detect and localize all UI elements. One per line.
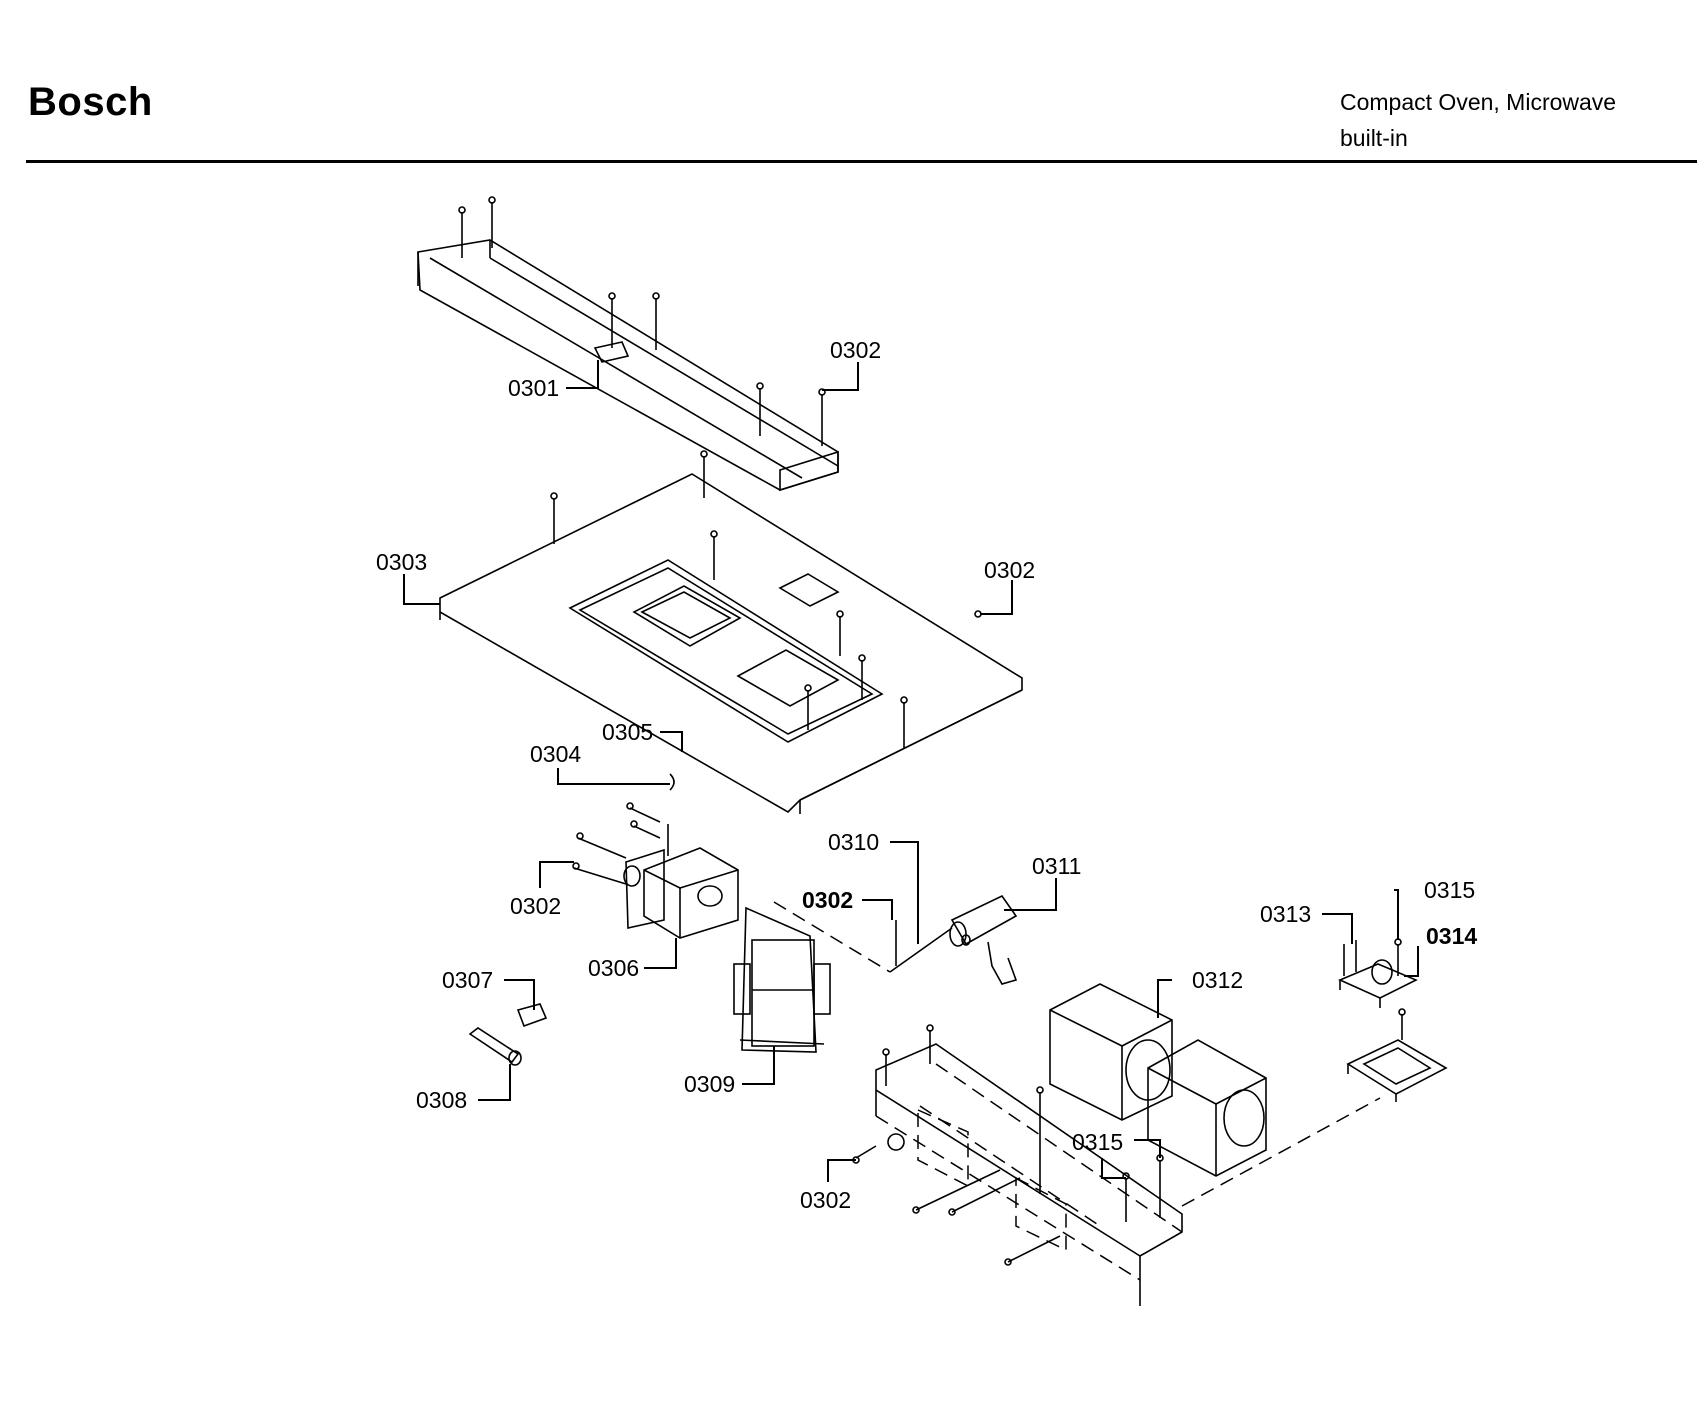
part-label-0307: 0307 [442, 967, 493, 993]
part-label-0302-capacitor: 0302 [802, 887, 853, 913]
transformer-part [733, 901, 891, 1053]
part-label-0304: 0304 [530, 741, 581, 767]
capacitor-part [889, 894, 1018, 985]
subtitle-line-1: Compact Oven, Microwave [1340, 89, 1617, 115]
switch-assembly-part [1337, 938, 1448, 1102]
part-label-0302-top: 0302 [830, 337, 881, 363]
bracket-frame-part [852, 1024, 1381, 1306]
part-label-0311: 0311 [1032, 853, 1081, 879]
part-label-0303: 0303 [376, 549, 427, 575]
part-label-0305: 0305 [602, 719, 653, 745]
part-label-0314: 0314 [1426, 923, 1477, 949]
part-label-0302-plate: 0302 [984, 557, 1035, 583]
part-label-0309: 0309 [684, 1071, 735, 1097]
small-fuse-parts [468, 1003, 548, 1066]
part-label-0312: 0312 [1192, 967, 1243, 993]
part-label-0301: 0301 [508, 375, 559, 401]
part-label-0315-switch: 0315 [1424, 877, 1475, 903]
part-labels: 0301 0302 0303 0302 0305 0304 0302 0306 … [376, 337, 1477, 1213]
part-label-0315-frame: 0315 [1072, 1129, 1123, 1155]
part-label-0310: 0310 [828, 829, 879, 855]
brand-title: Bosch [28, 80, 153, 124]
top-rail-part [417, 196, 839, 492]
part-label-0308: 0308 [416, 1087, 467, 1113]
header-divider [26, 160, 1697, 163]
part-label-0313: 0313 [1260, 901, 1311, 927]
product-subtitle: Compact Oven, Microwave built-in [1340, 84, 1616, 156]
part-label-0302-magnetron: 0302 [510, 893, 561, 919]
magnetron-part [572, 773, 739, 939]
part-label-0306: 0306 [588, 955, 639, 981]
part-label-0302-frame: 0302 [800, 1187, 851, 1213]
leader-lines [403, 360, 1419, 1182]
top-plate-part [439, 450, 1023, 814]
subtitle-line-2: built-in [1340, 125, 1408, 151]
